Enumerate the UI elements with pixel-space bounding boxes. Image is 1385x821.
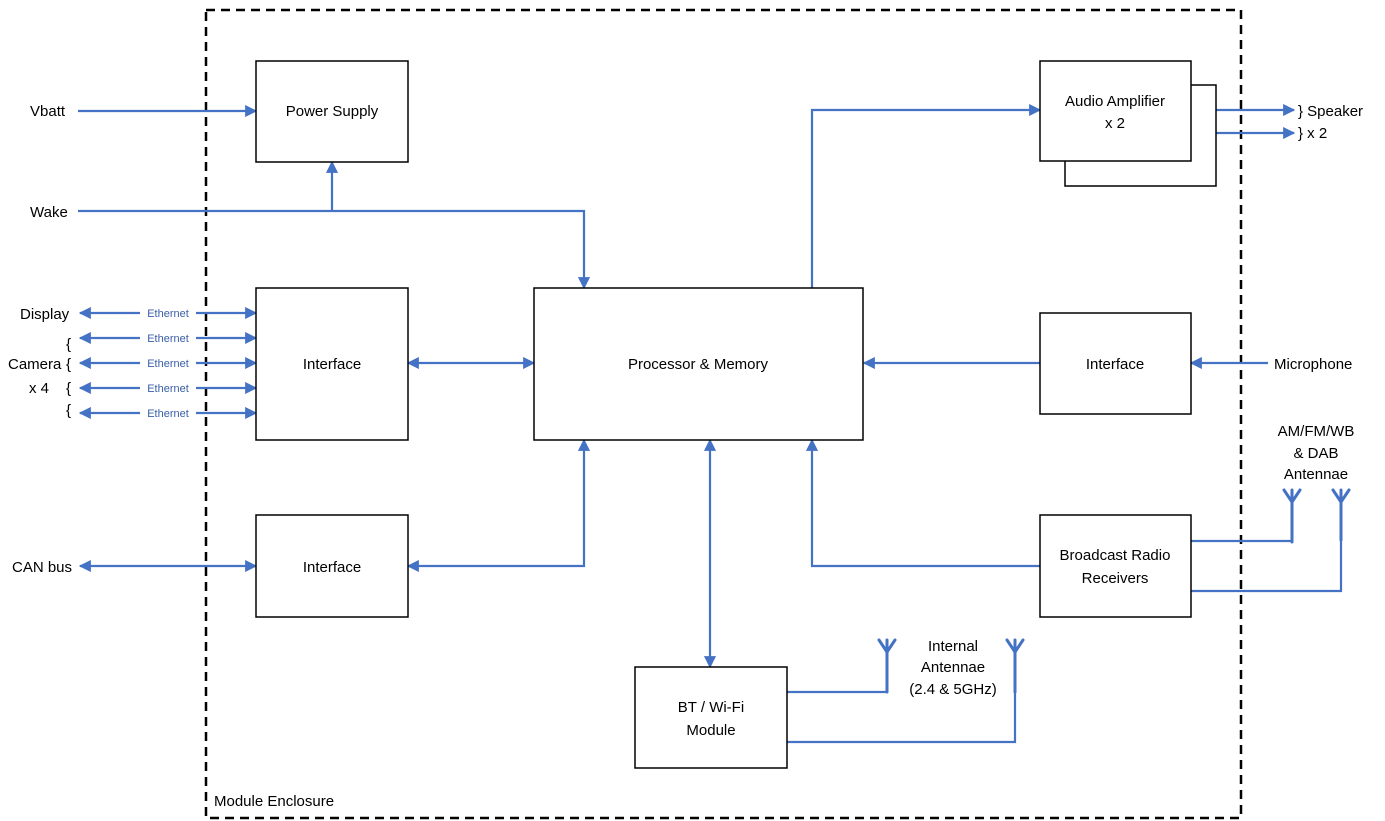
ethernet-label-camera2: Ethernet — [147, 358, 189, 370]
internal-antennae-label-line3: (2.4 & 5GHz) — [909, 681, 997, 698]
bt-wifi-label-line1: BT / Wi-Fi — [678, 699, 744, 716]
power-supply-block — [255, 60, 409, 163]
camera-label-line1: Camera — [8, 356, 62, 373]
broadcast-antenna-1-icon — [1282, 488, 1302, 544]
audio-amplifier-label-line2: x 2 — [1105, 115, 1125, 132]
audio-amplifier-label-line1: Audio Amplifier — [1065, 93, 1165, 110]
broadcast-radio-label-line1: Broadcast Radio — [1060, 547, 1171, 564]
broadcast-antenna-2-icon — [1331, 488, 1351, 542]
speaker-label-line2: } x 2 — [1298, 125, 1327, 142]
display-label: Display — [20, 306, 70, 323]
bt-wifi-block — [634, 666, 788, 769]
processor-memory-label: Processor & Memory — [628, 356, 769, 373]
can-interface-processor-wire — [406, 438, 591, 573]
video-interface-block — [255, 287, 409, 441]
microphone-label: Microphone — [1274, 356, 1352, 373]
ethernet-label-camera3: Ethernet — [147, 383, 189, 395]
radio-antenna2-wire — [1191, 500, 1343, 593]
ethernet-label-camera4: Ethernet — [147, 408, 189, 420]
internal-antennae-label-line2: Antennae — [921, 659, 985, 676]
bt-wifi-label-line2: Module — [686, 722, 735, 739]
camera-brace-4: { — [66, 402, 71, 419]
module-enclosure-label: Module Enclosure — [214, 793, 334, 810]
btwifi-antenna1-wire — [787, 646, 889, 694]
video-interface-label: Interface — [303, 356, 361, 373]
wake-label: Wake — [30, 204, 68, 221]
wake-wire — [78, 209, 591, 290]
audio-amplifier-block — [1039, 60, 1192, 162]
internal-antenna-1-icon — [877, 638, 897, 694]
can-bus-label: CAN bus — [12, 559, 72, 576]
module-enclosure — [204, 8, 1243, 820]
broadcast-antennae-label-line1: AM/FM/WB — [1278, 423, 1355, 440]
mic-interface-block — [1039, 312, 1192, 415]
ethernet-label-camera1: Ethernet — [147, 333, 189, 345]
broadcast-radio-block — [1039, 514, 1192, 618]
processor-memory-block — [533, 287, 864, 441]
camera-brace-1: { — [66, 336, 71, 353]
speaker-label-line1: } Speaker — [1298, 103, 1363, 120]
camera-brace-2: { — [66, 356, 71, 373]
ethernet-label-display: Ethernet — [147, 308, 189, 320]
broadcast-radio-label-line2: Receivers — [1082, 570, 1149, 587]
camera-label-line2: x 4 — [29, 380, 49, 397]
vbatt-label: Vbatt — [30, 103, 66, 120]
can-interface-block — [255, 514, 409, 618]
power-supply-label: Power Supply — [286, 103, 379, 120]
mic-interface-label: Interface — [1086, 356, 1144, 373]
camera-brace-3: { — [66, 380, 71, 397]
can-interface-label: Interface — [303, 559, 361, 576]
broadcast-antennae-label-line3: Antennae — [1284, 466, 1348, 483]
radio-processor-wire — [805, 438, 1040, 568]
broadcast-antennae-label-line2: & DAB — [1293, 445, 1338, 462]
internal-antenna-2-icon — [1005, 638, 1025, 694]
internal-antennae-label-line1: Internal — [928, 638, 978, 655]
processor-audio-wire — [810, 103, 1042, 288]
